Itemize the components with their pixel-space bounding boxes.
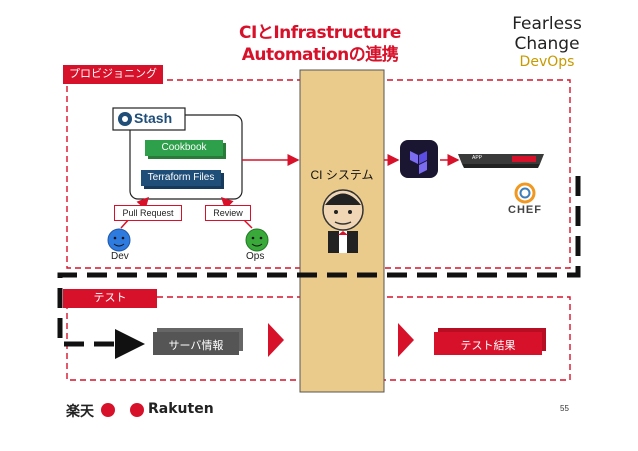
dev-label: Dev bbox=[111, 251, 129, 262]
chef-icon bbox=[514, 182, 536, 204]
chef-label: CHEF bbox=[508, 204, 542, 216]
title-line1: CIとInfrastructure bbox=[239, 23, 401, 43]
title-line2: Automationの連携 bbox=[241, 45, 399, 65]
rakuten-jp-logo: 楽天 bbox=[66, 404, 94, 420]
review-label: Review bbox=[205, 205, 251, 221]
terraform-label: Terraform Files bbox=[147, 172, 215, 183]
rakuten-mark-icon-1 bbox=[101, 403, 115, 417]
slide-title: CIとInfrastructure Automationの連携 bbox=[225, 22, 415, 66]
brand-line1: Fearless Change bbox=[512, 14, 582, 54]
ops-label: Ops bbox=[246, 251, 265, 262]
rakuten-mark-icon-2 bbox=[130, 403, 144, 417]
rakuten-en-logo: Rakuten bbox=[148, 401, 214, 417]
test-arrow-2 bbox=[398, 323, 414, 357]
section-test: テスト bbox=[63, 289, 157, 308]
jenkins-icon bbox=[322, 189, 364, 253]
pull-request-label: Pull Request bbox=[114, 205, 182, 221]
stash-logo-text: Stash bbox=[134, 110, 173, 126]
server-label: APP bbox=[472, 155, 483, 161]
test-arrow-1 bbox=[268, 323, 284, 357]
cookbook-card bbox=[145, 140, 223, 156]
feedback-loop-arrow bbox=[57, 176, 581, 359]
cookbook-label: Cookbook bbox=[161, 142, 207, 153]
server-info-label: サーバ情報 bbox=[168, 340, 224, 352]
test-result-label: テスト結果 bbox=[460, 340, 516, 352]
terraform-icon bbox=[400, 140, 438, 178]
section-provisioning: プロビジョニング bbox=[63, 65, 163, 84]
terraform-card bbox=[141, 170, 221, 186]
brand-logo: Fearless Change DevOps bbox=[482, 14, 612, 70]
stash-logo-box bbox=[112, 107, 186, 131]
ops-avatar bbox=[245, 228, 269, 252]
brand-line2: DevOps bbox=[519, 54, 575, 70]
page-number: 55 bbox=[560, 404, 569, 413]
server-info-box bbox=[153, 332, 239, 355]
ci-system-label: CI システム bbox=[310, 168, 374, 182]
dev-avatar bbox=[107, 228, 131, 252]
test-result-box bbox=[434, 332, 542, 355]
server-icon bbox=[458, 154, 544, 168]
